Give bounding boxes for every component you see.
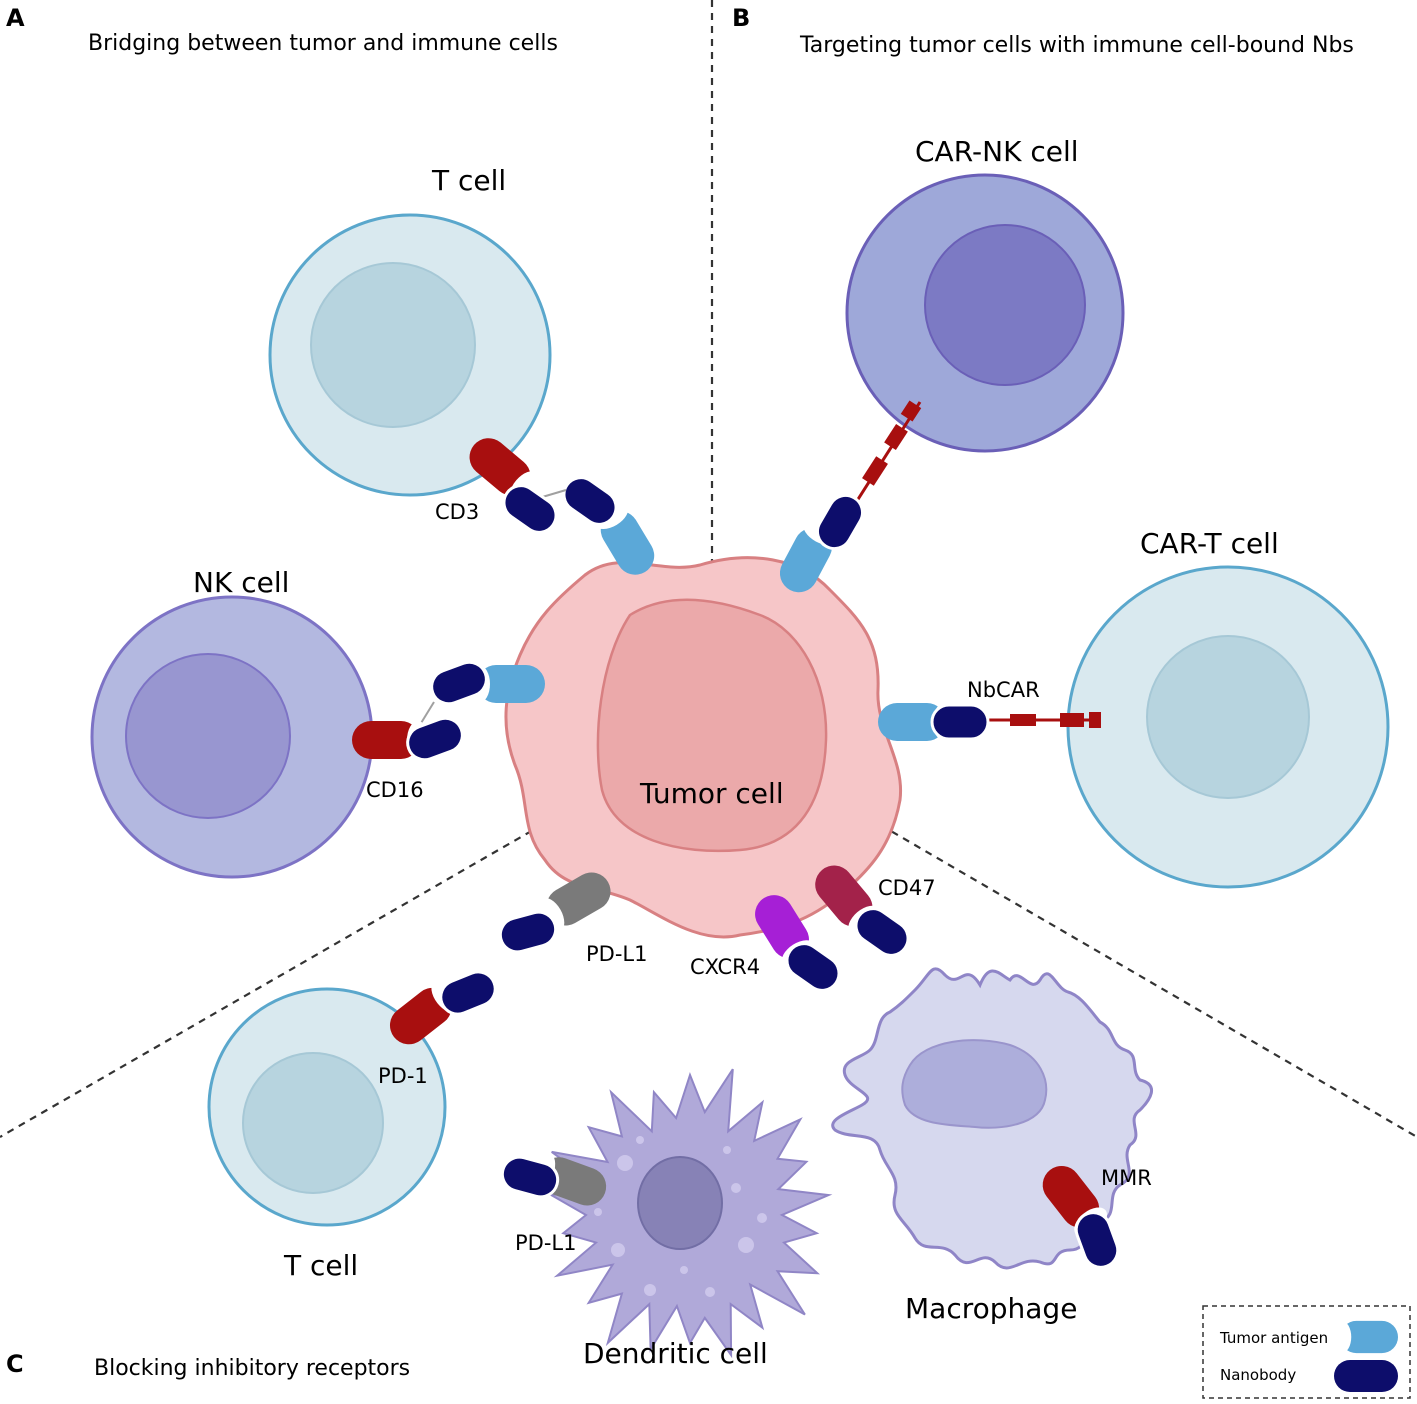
panel-b-letter: B <box>732 4 750 32</box>
legend: Tumor antigen Nanobody <box>1202 1305 1411 1399</box>
t-cell-bottom <box>207 987 447 1227</box>
cd47-label: CD47 <box>878 876 936 900</box>
legend-tumor-antigen-label: Tumor antigen <box>1219 1329 1328 1347</box>
car-t-construct <box>985 712 1101 728</box>
car-nk-construct <box>846 400 922 516</box>
panel-a-letter: A <box>6 4 25 32</box>
cd3-label: CD3 <box>435 500 479 524</box>
legend-nanobody-label: Nanobody <box>1220 1366 1296 1384</box>
nanobody-nbcar <box>930 703 990 741</box>
tumor-cell-label: Tumor cell <box>639 777 784 810</box>
pdl1-dendritic-label: PD-L1 <box>515 1231 576 1255</box>
panel-c-title: Blocking inhibitory receptors <box>94 1356 410 1381</box>
cxcr4-label: CXCR4 <box>690 955 760 979</box>
car-t-cell-label: CAR-T cell <box>1140 527 1279 560</box>
car-t-cell <box>1066 565 1390 889</box>
car-nk-cell-label: CAR-NK cell <box>915 135 1079 168</box>
dendritic-cell <box>548 1068 833 1359</box>
nbcar-label: NbCAR <box>967 678 1040 702</box>
nk-cell <box>90 595 374 879</box>
panel-c-letter: C <box>6 1350 24 1378</box>
dendritic-cell-label: Dendritic cell <box>583 1337 768 1370</box>
t-cell-top-label: T cell <box>431 164 506 197</box>
panel-a-title: Bridging between tumor and immune cells <box>88 31 558 56</box>
nanobody-left-lower <box>401 711 469 767</box>
pd1-label: PD-1 <box>378 1064 428 1088</box>
mmr-label: MMR <box>1101 1166 1152 1190</box>
legend-tumor-antigen-icon <box>1332 1320 1398 1354</box>
nanobody-pdl1 <box>495 906 561 958</box>
panel-b-title: Targeting tumor cells with immune cell-b… <box>799 33 1354 58</box>
t-cell-bottom-label: T cell <box>283 1249 358 1282</box>
nk-cell-label: NK cell <box>193 566 289 599</box>
car-nk-cell <box>845 173 1125 453</box>
tumor-cell <box>504 556 903 939</box>
t-cell-top <box>268 213 552 497</box>
cd16-label: CD16 <box>366 778 424 802</box>
legend-nanobody-icon <box>1334 1360 1398 1392</box>
macrophage-label: Macrophage <box>905 1292 1077 1325</box>
pdl1-tumor-label: PD-L1 <box>586 942 647 966</box>
